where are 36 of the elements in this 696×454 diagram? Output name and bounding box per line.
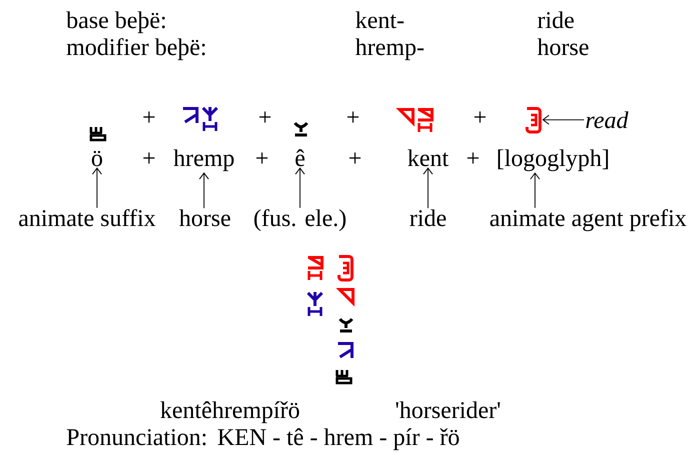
- text-label: Pronunciation:: [66, 429, 206, 446]
- plus-sign: +: [467, 152, 479, 164]
- arrow: [199, 172, 209, 209]
- double-arrow: [542, 114, 584, 125]
- arrow: [92, 167, 102, 208]
- text-label: horse: [537, 38, 588, 56]
- arrow: [423, 167, 433, 209]
- text-label: base beþë:: [66, 11, 165, 34]
- text-label: kent-: [356, 11, 404, 28]
- text-label: KEN - tê - hrem - pír - řö: [218, 428, 459, 450]
- plus-sign: +: [349, 152, 361, 164]
- text-label: ride: [538, 11, 574, 28]
- word-label: (fus. ele.): [254, 209, 346, 232]
- arrow: [530, 172, 540, 208]
- glyph-drawing: [526, 107, 542, 134]
- word-label: read: [586, 111, 628, 128]
- word-label: ride: [410, 209, 446, 226]
- word-label: animate suffix: [19, 209, 156, 226]
- plus-sign: +: [143, 111, 155, 123]
- word-label: kent: [408, 149, 449, 166]
- plus-sign: +: [474, 111, 486, 123]
- text-label: hremp-: [355, 38, 424, 60]
- word-label: ö: [92, 150, 102, 166]
- plus-sign: +: [256, 152, 268, 164]
- arrow: [295, 167, 305, 208]
- text-label: modifier beþë:: [66, 38, 205, 60]
- text-label: 'horserider': [396, 401, 500, 418]
- plus-sign: +: [143, 152, 155, 164]
- plus-sign: +: [259, 111, 271, 123]
- word-label: [logoglyph]: [498, 149, 608, 172]
- word-label: horse: [179, 209, 230, 226]
- word-label: hremp: [174, 149, 234, 172]
- word-label: animate agent prefix: [490, 209, 686, 232]
- word-label: ê: [296, 149, 304, 166]
- text-label: kentêhrempířö: [160, 401, 300, 424]
- plus-sign: +: [347, 111, 359, 123]
